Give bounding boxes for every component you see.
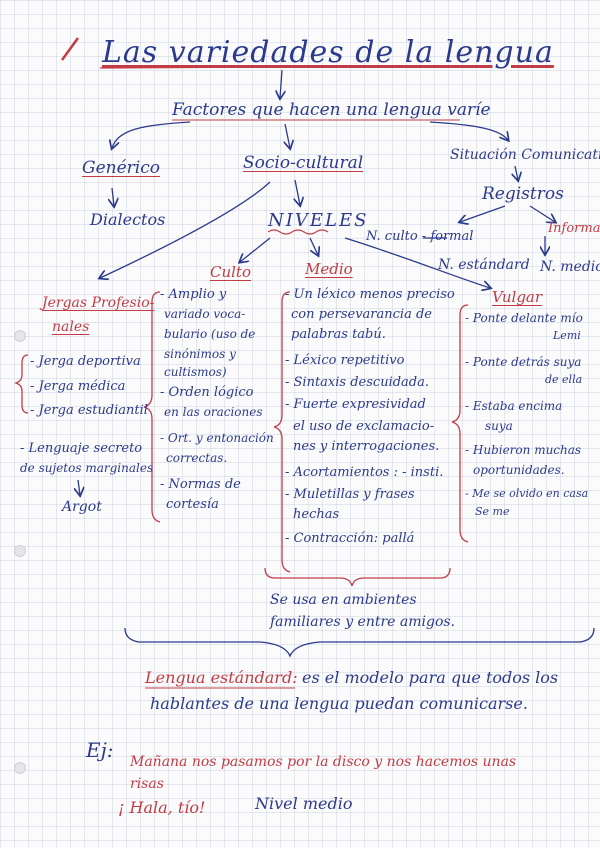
argot-label: Argot bbox=[62, 499, 102, 515]
registros-label: Registros bbox=[482, 184, 564, 204]
jerga-item: - Jerga deportiva bbox=[30, 354, 141, 369]
medio-item: - Acortamientos : - insti. bbox=[285, 465, 444, 480]
punch-hole bbox=[14, 330, 26, 342]
estandard-label: N. estándard bbox=[438, 257, 530, 273]
punch-hole bbox=[14, 545, 26, 557]
culto-item: sinónimos y bbox=[164, 347, 236, 361]
vulgar-list: - Ponte delante mío Lemi - Ponte detrás … bbox=[465, 312, 597, 524]
secret-line1: - Lenguaje secreto bbox=[20, 441, 143, 456]
medio-title: Medio bbox=[305, 260, 353, 278]
culto-item: variado voca- bbox=[164, 307, 246, 321]
ejemplo-nivel: Nivel medio bbox=[255, 794, 353, 813]
medio-item: nes y interrogaciones. bbox=[293, 439, 440, 454]
culto-formal-label: N. culto - formal bbox=[366, 229, 474, 244]
medio-item: - Fuerte expresividad bbox=[285, 397, 426, 412]
socio-cultural-label: Socio-cultural bbox=[243, 153, 364, 173]
culto-item: - Amplio y bbox=[160, 287, 227, 302]
medio-note-line2: familiares y entre amigos. bbox=[270, 614, 456, 630]
vulgar-item: Lemi bbox=[553, 329, 581, 342]
medio-item: - Sintaxis descuidada. bbox=[285, 375, 430, 390]
culto-item: en las oraciones bbox=[164, 405, 263, 419]
medio-branch-label: N. medio bbox=[540, 259, 600, 275]
vulgar-item: - Ponte detrás suya bbox=[465, 355, 582, 369]
medio-note-line1: Se usa en ambientes bbox=[270, 592, 417, 608]
estandard-def-line1: es el modelo para que todos los bbox=[302, 668, 559, 687]
situacion-label: Situación Comunicativa bbox=[450, 147, 600, 163]
secret-line2: de sujetos marginales bbox=[20, 461, 154, 475]
ejemplo-line1: Mañana nos pasamos por la disco y nos ha… bbox=[130, 754, 517, 770]
vulgar-item: suya bbox=[485, 419, 513, 433]
medio-item: palabras tabú. bbox=[291, 327, 386, 342]
vulgar-item: oportunidades. bbox=[473, 463, 565, 477]
niveles-heading: NIVELES bbox=[268, 210, 369, 231]
medio-item: - Muletillas y frases bbox=[285, 487, 415, 502]
ejemplo-label: Ej: bbox=[86, 738, 114, 762]
medio-item: - Contracción: pallá bbox=[285, 531, 415, 546]
ejemplo-line2: risas bbox=[130, 776, 164, 792]
jergas-title: Jergas Profesio- bbox=[42, 295, 155, 311]
culto-item: - Orden lógico bbox=[160, 385, 254, 400]
vulgar-item: de ella bbox=[545, 373, 583, 386]
culto-item: cultismos) bbox=[164, 365, 227, 379]
culto-item: - Normas de bbox=[160, 477, 241, 492]
culto-item: - Ort. y entonación bbox=[160, 431, 274, 445]
culto-item: correctas. bbox=[166, 451, 228, 465]
vulgar-item: Se me bbox=[475, 505, 510, 518]
jerga-item: - Jerga médica bbox=[30, 379, 126, 394]
page-title: Las variedades de la lengua bbox=[102, 35, 554, 70]
culto-item: cortesía bbox=[166, 497, 219, 512]
medio-item: - Léxico repetitivo bbox=[285, 353, 405, 368]
vulgar-item: - Ponte delante mío bbox=[465, 311, 583, 325]
culto-title: Culto bbox=[210, 263, 251, 281]
vulgar-item: - Estaba encima bbox=[465, 399, 563, 413]
medio-list: - Un léxico menos preciso con persevaran… bbox=[285, 288, 460, 552]
estandard-def-label: Lengua estándard: bbox=[145, 668, 298, 687]
jergas-title-line2: nales bbox=[52, 319, 90, 335]
medio-item: - Un léxico menos preciso bbox=[285, 287, 455, 302]
vulgar-item: - Me se olvido en casa bbox=[465, 487, 589, 500]
punch-hole bbox=[14, 762, 26, 774]
ejemplo-line3: ¡ Hala, tío! bbox=[118, 798, 206, 817]
medio-item: hechas bbox=[293, 507, 340, 522]
vulgar-title: Vulgar bbox=[492, 288, 543, 306]
medio-item: el uso de exclamacio- bbox=[293, 419, 435, 434]
jerga-item: - Jerga estudiantil bbox=[30, 403, 148, 418]
estandard-def-line2: hablantes de una lengua puedan comunicar… bbox=[150, 694, 528, 713]
dialectos-label: Dialectos bbox=[90, 210, 166, 229]
informal-label: Informal bbox=[548, 221, 600, 236]
vulgar-item: - Hubieron muchas bbox=[465, 443, 582, 457]
generico-label: Genérico bbox=[82, 158, 160, 178]
culto-item: bulario (uso de bbox=[164, 327, 256, 341]
culto-list: - Amplio y variado voca- bulario (uso de… bbox=[160, 288, 285, 518]
factores-heading: Factores que hacen una lengua varíe bbox=[172, 100, 491, 120]
medio-item: con persevarancia de bbox=[291, 307, 432, 322]
